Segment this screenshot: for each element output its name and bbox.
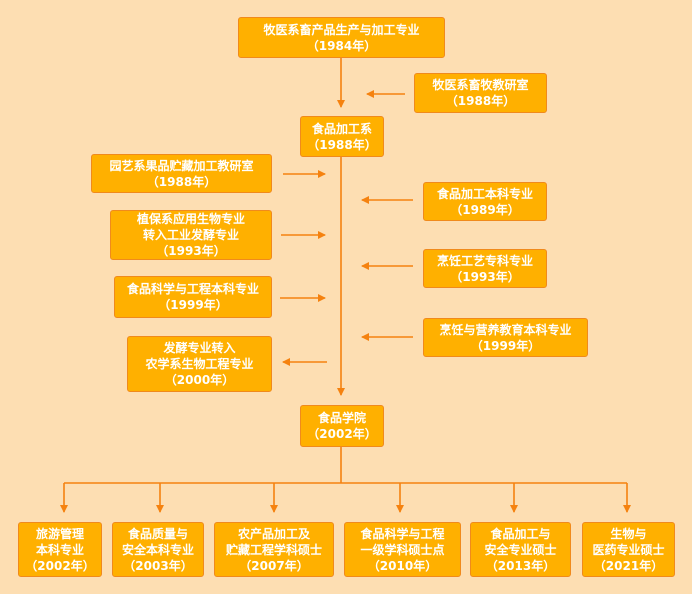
child-label-line2: 安全本科专业 xyxy=(121,542,194,557)
node-food-college: 食品学院 （2002年） xyxy=(300,405,384,447)
node-food-science-ug: 食品科学与工程本科专业 （1999年） xyxy=(114,276,272,318)
child-label-line2: 医药专业硕士 xyxy=(592,542,665,557)
node-label: 烹饪与营养教育本科专业 xyxy=(439,322,572,337)
node-fermentation-transfer: 植保系应用生物专业 转入工业发酵专业 （1993年） xyxy=(110,210,272,260)
node-fermentation-out: 发酵专业转入 农学系生物工程专业 （2000年） xyxy=(127,336,272,392)
child-label-line2: 一级学科硕士点 xyxy=(360,542,445,557)
node-origin-major: 牧医系畜产品生产与加工专业 （1984年） xyxy=(238,17,445,58)
node-animal-lab: 牧医系畜牧教研室 （1988年） xyxy=(414,73,547,113)
child-label-line1: 旅游管理 xyxy=(35,526,84,541)
child-label-line2: 本科专业 xyxy=(35,542,84,557)
child-food-processing-safety-master: 食品加工与 安全专业硕士 （2013年） xyxy=(470,522,571,577)
child-tourism-management: 旅游管理 本科专业 （2002年） xyxy=(18,522,102,577)
child-agri-processing-master: 农产品加工及 贮藏工程学科硕士 （2007年） xyxy=(214,522,334,577)
node-year: （1999年） xyxy=(158,298,228,312)
node-food-dept: 食品加工系 （1988年） xyxy=(300,116,384,157)
node-label-line2: 农学系生物工程专业 xyxy=(145,357,254,371)
child-year: （2003年） xyxy=(123,558,193,573)
child-food-quality-safety: 食品质量与 安全本科专业 （2003年） xyxy=(112,522,204,577)
child-label-line1: 农产品加工及 xyxy=(237,526,310,541)
child-label-line2: 贮藏工程学科硕士 xyxy=(225,542,322,557)
child-year: （2010年） xyxy=(367,558,438,573)
child-label-line1: 生物与 xyxy=(610,526,647,541)
node-label: 牧医系畜产品生产与加工专业 xyxy=(263,22,420,37)
child-year: （2021年） xyxy=(593,558,664,573)
node-label: 食品学院 xyxy=(317,411,366,425)
node-year: （1988年） xyxy=(445,94,516,108)
node-label: 牧医系畜牧教研室 xyxy=(432,78,529,92)
node-year: （1993年） xyxy=(156,244,226,258)
node-label: 食品加工本科专业 xyxy=(436,186,533,201)
child-food-science-master: 食品科学与工程 一级学科硕士点 （2010年） xyxy=(344,522,461,577)
node-label-line2: 转入工业发酵专业 xyxy=(142,228,239,242)
child-year: （2013年） xyxy=(485,558,556,573)
node-year: （2000年） xyxy=(164,373,235,387)
child-label-line1: 食品科学与工程 xyxy=(360,526,445,541)
node-food-processing-ug: 食品加工本科专业 （1989年） xyxy=(423,182,547,221)
child-label-line2: 安全专业硕士 xyxy=(484,542,557,557)
node-label: 食品加工系 xyxy=(311,121,372,136)
child-year: （2007年） xyxy=(239,558,309,573)
node-year: （1988年） xyxy=(146,174,217,189)
node-year: （1999年） xyxy=(470,338,541,353)
node-label-line1: 发酵专业转入 xyxy=(163,341,236,355)
node-label: 食品科学与工程本科专业 xyxy=(126,282,259,296)
node-year: （1989年） xyxy=(450,202,520,217)
node-label-line1: 植保系应用生物专业 xyxy=(136,212,245,226)
node-year: （1988年） xyxy=(307,137,377,152)
child-biomedicine-master: 生物与 医药专业硕士 （2021年） xyxy=(582,522,675,577)
node-year: （2002年） xyxy=(307,427,377,441)
node-horticulture-lab: 园艺系果品贮藏加工教研室 （1988年） xyxy=(91,154,272,193)
node-cooking-craft: 烹饪工艺专科专业 （1993年） xyxy=(423,249,547,288)
child-label-line1: 食品加工与 xyxy=(490,526,551,541)
child-label-line1: 食品质量与 xyxy=(127,526,188,541)
node-year: （1984年） xyxy=(306,38,377,53)
node-label: 园艺系果品贮藏加工教研室 xyxy=(109,158,254,173)
node-year: （1993年） xyxy=(450,269,520,284)
child-year: （2002年） xyxy=(25,558,95,573)
node-cooking-nutrition: 烹饪与营养教育本科专业 （1999年） xyxy=(423,318,588,357)
node-label: 烹饪工艺专科专业 xyxy=(436,253,533,268)
